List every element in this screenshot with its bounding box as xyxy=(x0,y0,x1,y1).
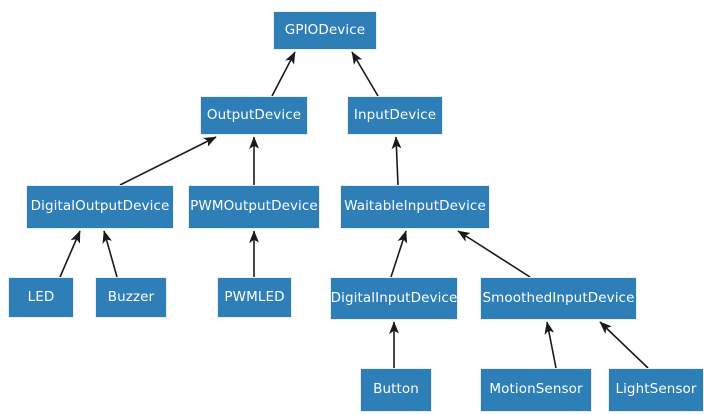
inheritance-arrow-led-to-digitaloutputdevice xyxy=(59,230,81,278)
class-node-digitaloutputdevice[interactable]: DigitalOutputDevice xyxy=(26,185,174,229)
inheritance-arrow-smoothedinputdevice-to-waitableinputdevice xyxy=(457,230,531,278)
class-node-label: GPIODevice xyxy=(284,21,366,38)
class-node-label: WaitableInputDevice xyxy=(344,198,486,215)
inheritance-arrow-lightsensor-to-smoothedinputdevice xyxy=(599,321,649,369)
class-node-gpiodevice[interactable]: GPIODevice xyxy=(273,11,377,50)
class-node-label: MotionSensor xyxy=(489,381,583,398)
class-node-button[interactable]: Button xyxy=(360,368,432,412)
class-node-lightsensor[interactable]: LightSensor xyxy=(608,368,704,412)
class-node-inputdevice[interactable]: InputDevice xyxy=(347,96,443,135)
inheritance-arrow-inputdevice-to-gpiodevice xyxy=(351,51,379,97)
class-node-pwmoutputdevice[interactable]: PWMOutputDevice xyxy=(188,185,320,229)
class-node-pwmled[interactable]: PWMLED xyxy=(217,277,292,318)
class-node-smoothedinputdevice[interactable]: SmoothedInputDevice xyxy=(480,277,637,320)
class-node-label: DigitalInputDevice xyxy=(330,289,458,306)
class-node-motionsensor[interactable]: MotionSensor xyxy=(480,368,592,412)
class-node-waitableinputdevice[interactable]: WaitableInputDevice xyxy=(340,185,490,229)
inheritance-arrow-motionsensor-to-smoothedinputdevice xyxy=(544,321,557,369)
class-node-label: DigitalOutputDevice xyxy=(30,198,170,215)
class-node-label: SmoothedInputDevice xyxy=(482,289,635,306)
class-node-label: Button xyxy=(373,381,419,398)
class-node-label: InputDevice xyxy=(353,106,437,123)
inheritance-arrow-outputdevice-to-gpiodevice xyxy=(271,51,296,97)
class-node-label: Buzzer xyxy=(107,288,155,305)
class-node-label: OutputDevice xyxy=(206,106,302,123)
class-node-label: PWMLED xyxy=(224,288,285,305)
class-node-buzzer[interactable]: Buzzer xyxy=(95,277,167,318)
inheritance-arrow-digitaloutputdevice-to-outputdevice xyxy=(119,136,217,186)
class-node-led[interactable]: LED xyxy=(8,277,74,318)
class-node-digitalinputdevice[interactable]: DigitalInputDevice xyxy=(330,277,458,320)
inheritance-arrow-digitalinputdevice-to-waitableinputdevice xyxy=(390,230,408,278)
class-node-label: LED xyxy=(27,288,55,305)
class-node-outputdevice[interactable]: OutputDevice xyxy=(200,96,308,135)
class-node-label: PWMOutputDevice xyxy=(190,198,318,215)
inheritance-arrow-waitableinputdevice-to-inputdevice xyxy=(391,136,402,186)
inheritance-arrow-buzzer-to-digitaloutputdevice xyxy=(102,230,118,278)
class-node-label: LightSensor xyxy=(615,381,697,398)
